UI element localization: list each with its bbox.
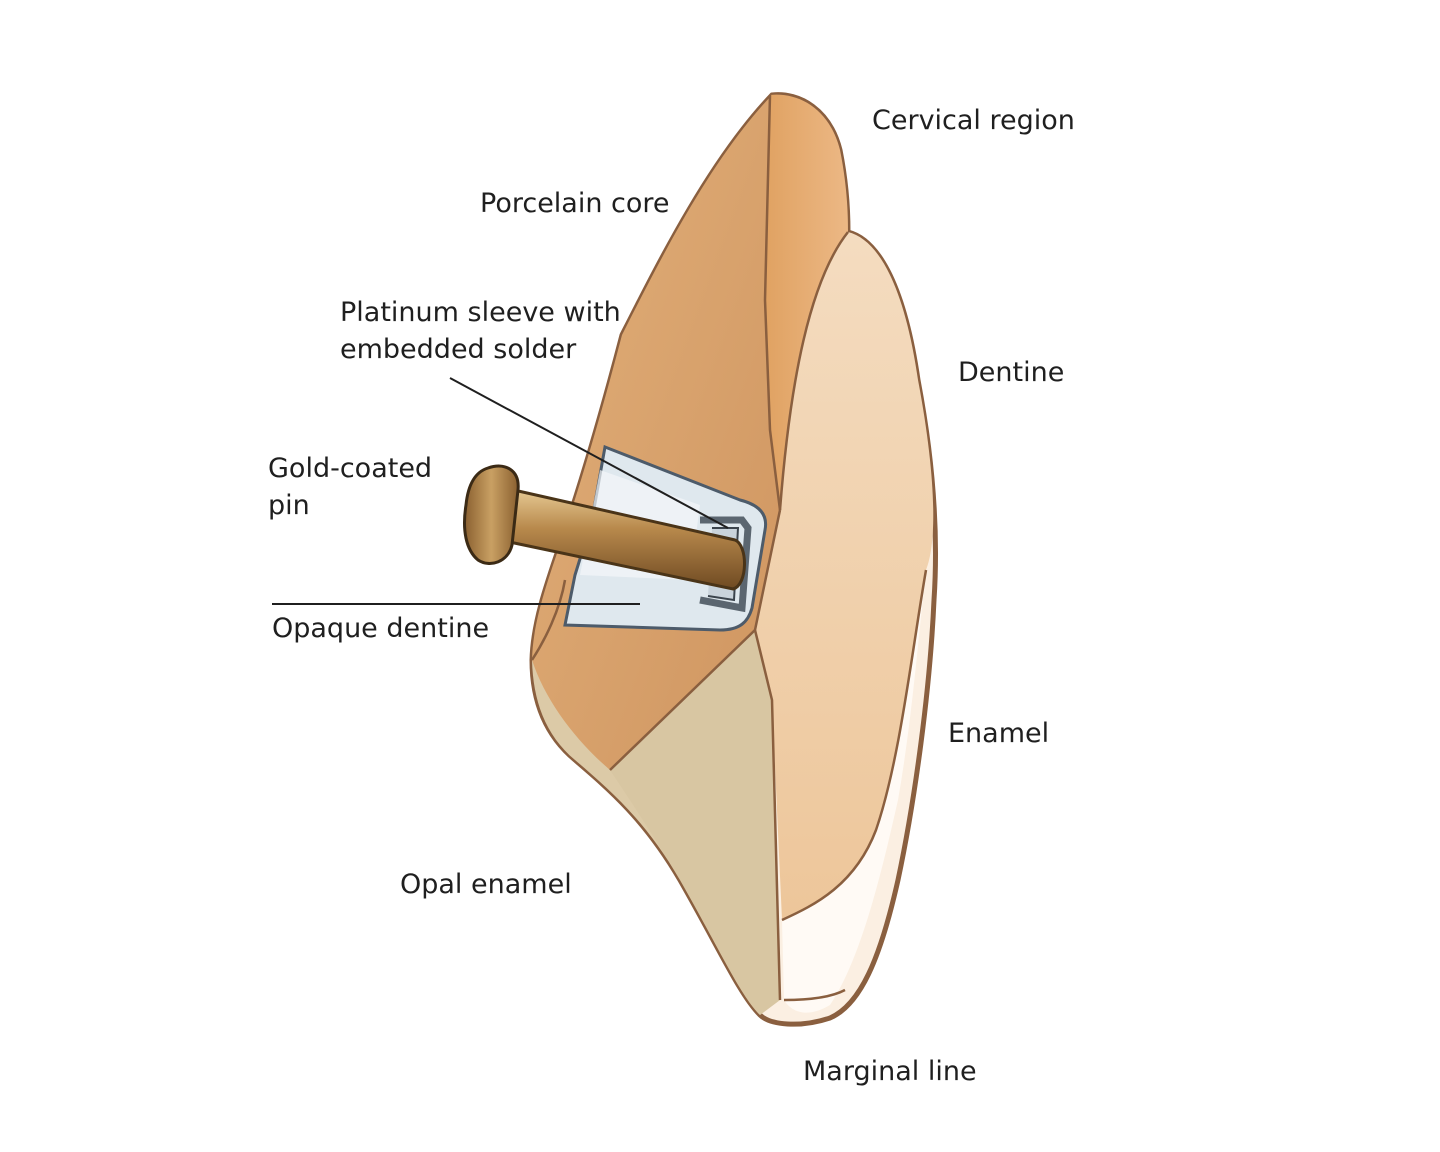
label-platinum-sleeve-line1: Platinum sleeve with <box>340 297 621 328</box>
label-gold-pin-line2: pin <box>268 490 310 521</box>
label-dentine: Dentine <box>958 357 1064 388</box>
label-marginal-line: Marginal line <box>803 1056 977 1087</box>
label-cervical-region: Cervical region <box>872 105 1075 136</box>
leader-line-platinum-sleeve <box>449 377 729 529</box>
dentine-region <box>755 232 934 920</box>
label-opal-enamel: Opal enamel <box>400 869 572 900</box>
region-boundaries <box>530 94 928 1002</box>
label-platinum-sleeve-line2: embedded solder <box>340 334 577 365</box>
label-opaque-dentine: Opaque dentine <box>272 613 489 644</box>
gold-coated-pin <box>463 464 746 591</box>
cervical-ridge <box>765 94 848 511</box>
label-gold-pin-line1: Gold-coated <box>268 453 432 484</box>
label-porcelain-core: Porcelain core <box>480 188 670 219</box>
label-enamel: Enamel <box>948 718 1049 749</box>
